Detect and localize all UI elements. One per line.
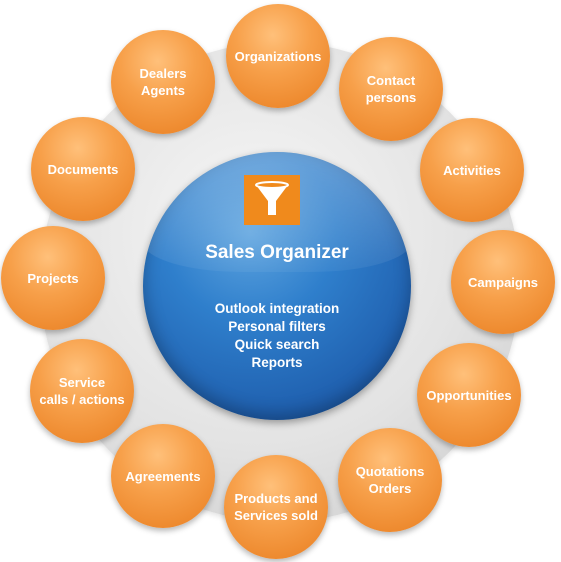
node-contact-persons[interactable]: Contact persons: [339, 37, 443, 141]
node-campaigns[interactable]: Campaigns: [451, 230, 555, 334]
feature-quick-search: Quick search: [234, 337, 320, 352]
node-service-calls-actions[interactable]: Service calls / actions: [30, 339, 134, 443]
node-products-services-sold[interactable]: Products and Services sold: [224, 455, 328, 559]
node-quotations-orders[interactable]: Quotations Orders: [338, 428, 442, 532]
node-activities[interactable]: Activities: [420, 118, 524, 222]
feature-outlook-integration: Outlook integration: [214, 301, 340, 316]
node-agreements[interactable]: Agreements: [111, 424, 215, 528]
node-projects[interactable]: Projects: [1, 226, 105, 330]
node-dealers-agents[interactable]: Dealers Agents: [111, 30, 215, 134]
node-organizations[interactable]: Organizations: [226, 4, 330, 108]
hub-title: Sales Organizer: [205, 242, 349, 263]
feature-reports: Reports: [251, 355, 303, 370]
feature-personal-filters: Personal filters: [228, 319, 326, 334]
node-documents[interactable]: Documents: [31, 117, 135, 221]
hub-feature-list: Outlook integration Personal filters Qui…: [143, 300, 411, 372]
node-opportunities[interactable]: Opportunities: [417, 343, 521, 447]
funnel-icon: [244, 175, 300, 225]
sales-organizer-hub[interactable]: Sales Organizer Outlook integration Pers…: [143, 152, 411, 420]
